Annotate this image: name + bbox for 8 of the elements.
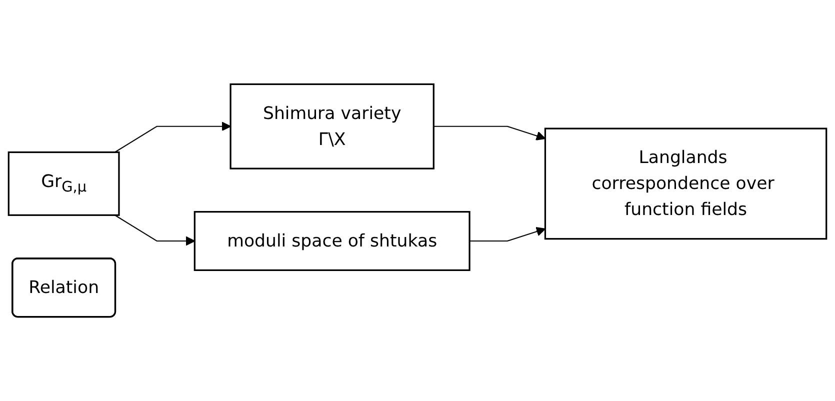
arrow [470, 226, 546, 242]
arrow [434, 126, 546, 140]
node-box: Langlands correspondence over function fields [544, 128, 828, 240]
node-box: Gr$_{G,μ}$ [8, 151, 120, 216]
arrow [114, 214, 196, 246]
node-box: moduli space of shtukas [194, 211, 470, 271]
arrow [114, 122, 231, 153]
node-box: Shimura variety Γ\X [230, 83, 434, 170]
